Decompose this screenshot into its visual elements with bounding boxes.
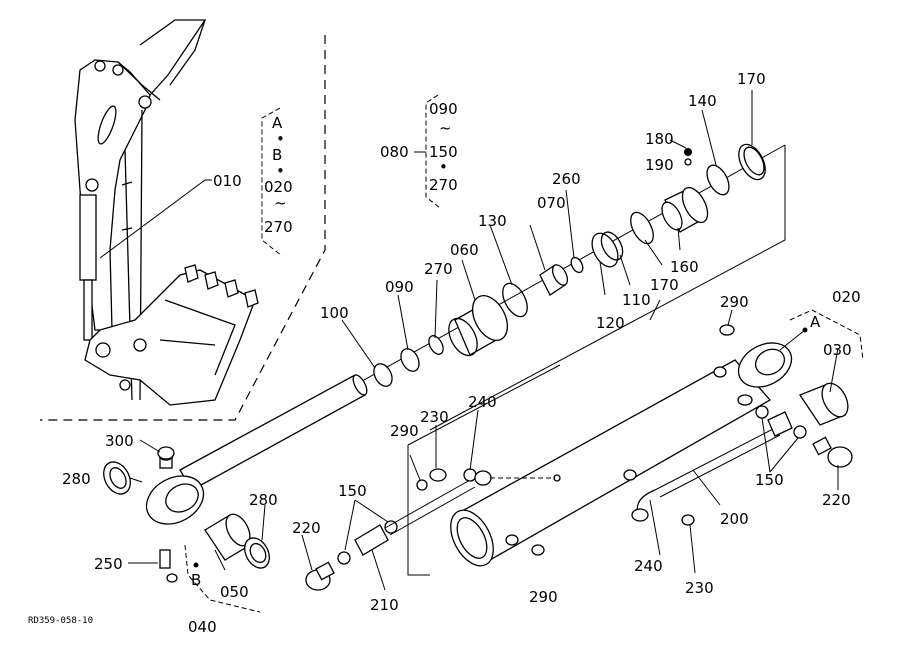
group-bracket-040: [184, 544, 261, 613]
seal-120: [591, 232, 619, 268]
o-ring-130: [502, 282, 528, 318]
label-090: 090: [385, 278, 414, 296]
ring-170-lower: [630, 211, 654, 245]
o-ring-150-right-b: [793, 425, 807, 439]
o-ring-150-right-a: [755, 405, 769, 419]
fitting-220-left: [305, 561, 335, 591]
group-080-line-090: 090: [429, 100, 458, 118]
group-label-020: 020: [264, 178, 293, 196]
label-270: 270: [424, 260, 453, 278]
collar-070: [539, 264, 569, 296]
label-160: 160: [670, 258, 699, 276]
label-280-right: 280: [249, 491, 278, 509]
label-190: 190: [645, 156, 674, 174]
gland-060: [448, 295, 509, 357]
label-290-top: 290: [720, 293, 749, 311]
excavator-arm-illustration: [74, 19, 259, 406]
group-label-080: 080: [380, 143, 409, 161]
bolt-230-lower: [681, 514, 695, 526]
seal-280-right: [244, 537, 270, 569]
group-label-b: B: [272, 146, 282, 164]
label-230-upper: 230: [420, 408, 449, 426]
drawing-code: RD359-058-10: [28, 616, 93, 626]
clamp-240-upper: [463, 468, 492, 486]
label-040: 040: [188, 618, 217, 636]
label-060: 060: [450, 241, 479, 259]
bolt-230-upper: [429, 468, 447, 482]
label-170-upper: 170: [737, 70, 766, 88]
seal-100: [373, 363, 393, 387]
group-bracket-a-b: [261, 107, 283, 257]
piston-160: [661, 186, 709, 233]
label-110: 110: [622, 291, 651, 309]
marker-a: A: [810, 313, 821, 331]
label-180: 180: [645, 130, 674, 148]
label-220-right: 220: [822, 491, 851, 509]
label-260: 260: [552, 170, 581, 188]
pipe-200: [631, 411, 793, 522]
grease-fitting-250: [159, 549, 178, 583]
label-020: 020: [832, 288, 861, 306]
group-bracket-020: [789, 309, 864, 361]
label-150-right: 150: [755, 471, 784, 489]
o-ring-150-left-b: [384, 520, 398, 534]
label-210: 210: [370, 596, 399, 614]
group-label-a: A: [272, 114, 283, 132]
label-220-left: 220: [292, 519, 321, 537]
label-030: 030: [823, 341, 852, 359]
label-290-bottom: 290: [529, 588, 558, 606]
label-300: 300: [105, 432, 134, 450]
seal-090: [400, 348, 420, 372]
group-label-tilde: ~: [274, 194, 287, 212]
clamp-240-lower: [623, 469, 637, 481]
label-230-lower: 230: [685, 579, 714, 597]
o-ring-150-left-a: [337, 551, 351, 565]
cylinder-tube-020: [450, 342, 793, 567]
label-290-middle: 290: [390, 422, 419, 440]
label-280-left: 280: [62, 470, 91, 488]
leader-010: [99, 179, 212, 259]
label-250: 250: [94, 555, 123, 573]
ring-260: [570, 256, 584, 274]
marker-b: B: [191, 571, 201, 589]
seal-140: [706, 164, 730, 196]
label-120: 120: [596, 314, 625, 332]
label-200: 200: [720, 510, 749, 528]
plug-290-middle: [416, 479, 428, 491]
group-label-270: 270: [264, 218, 293, 236]
ring-170-upper: [738, 143, 766, 181]
group-080-line-150: 150: [429, 143, 458, 161]
section-divider: [40, 35, 326, 421]
bushing-030: [799, 382, 849, 426]
plug-290-top: [719, 324, 735, 336]
leader-lines: [128, 90, 839, 591]
fitting-220-right: [812, 436, 853, 468]
rod-eye-040: [145, 449, 205, 525]
label-070: 070: [537, 194, 566, 212]
group-080-dot: •: [439, 158, 448, 176]
label-050: 050: [220, 583, 249, 601]
ring-270: [428, 335, 444, 355]
plug-290-bottom: [531, 544, 545, 556]
group-080-tilde: ~: [439, 119, 452, 137]
group-label-dot-2: •: [276, 162, 285, 180]
pipe-210: [354, 479, 476, 556]
label-240-lower: 240: [634, 557, 663, 575]
ball-180: [684, 148, 692, 156]
plug-300: [157, 446, 175, 460]
label-150-left: 150: [338, 482, 367, 500]
label-100: 100: [320, 304, 349, 322]
label-130: 130: [478, 212, 507, 230]
label-170-lower: 170: [650, 276, 679, 294]
label-010: 010: [213, 172, 242, 190]
group-label-dot-1: •: [276, 130, 285, 148]
group-080-line-270: 270: [429, 176, 458, 194]
label-240-upper: 240: [468, 393, 497, 411]
spring-190: [684, 158, 692, 166]
marker-b-dot: [193, 562, 199, 568]
label-140: 140: [688, 92, 717, 110]
